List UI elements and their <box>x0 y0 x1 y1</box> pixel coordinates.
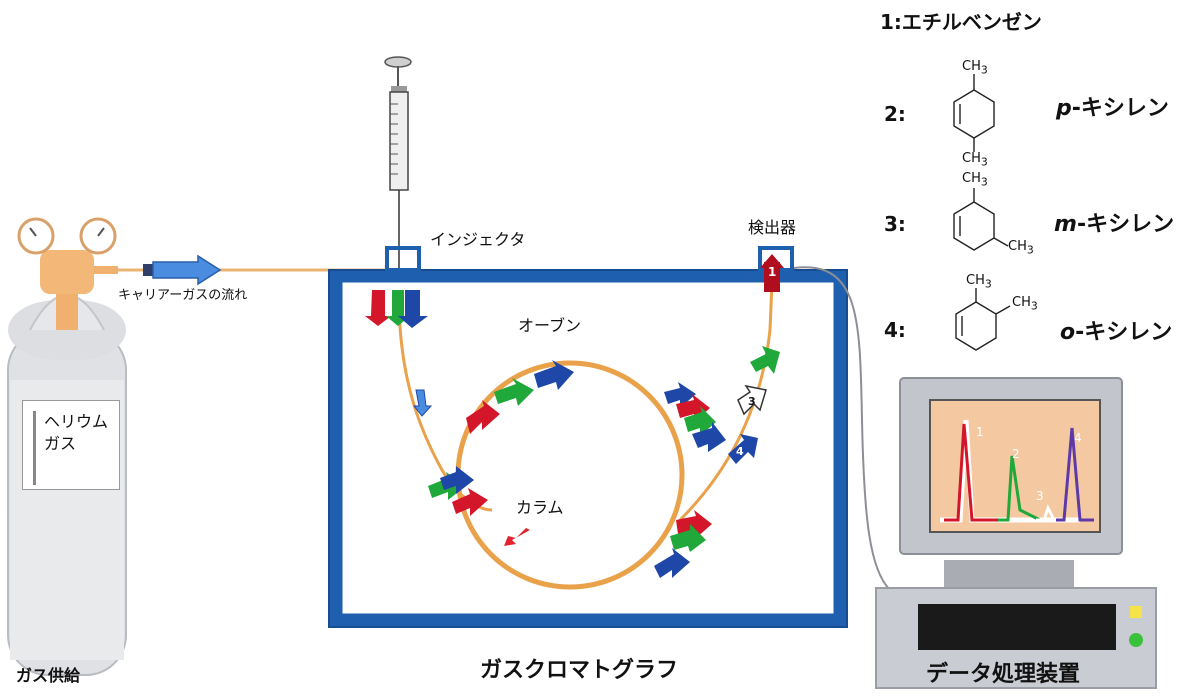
compound-2-number: 2: <box>884 102 906 126</box>
ch3-label-m-top: CH3 <box>962 171 988 189</box>
compound-3-number: 3: <box>884 212 906 236</box>
oven-label: オーブン <box>518 316 582 335</box>
ch3-label-p-top: CH3 <box>962 59 988 77</box>
compound-3-name: m-キシレン <box>1054 214 1174 236</box>
gas-regulator <box>17 217 118 330</box>
helium-gas-label: ガス <box>44 434 77 454</box>
compound-4-name: o-キシレン <box>1060 322 1172 344</box>
chromatogram <box>940 419 1094 523</box>
peak-label-3: 3 <box>1036 489 1044 503</box>
carrier-flow-arrow <box>143 254 222 286</box>
ch3-label-o-right: CH3 <box>1012 295 1038 313</box>
peak-label-4: 4 <box>1074 431 1082 445</box>
exit-arrows <box>728 254 784 464</box>
compound-1-full: 1:エチルベンゼン <box>880 10 1042 34</box>
detector-label: 検出器 <box>748 218 797 237</box>
helium-tag: ヘリウム ガス <box>22 400 120 490</box>
peak-label-1: 1 <box>976 425 984 439</box>
compound-4-number: 4: <box>884 318 906 342</box>
compound-3-label: -キシレン <box>1076 212 1175 237</box>
column-label: カラム <box>516 498 564 517</box>
m-xylene-structure <box>953 188 1009 251</box>
data-processor-label: データ処理装置 <box>926 662 1081 687</box>
gc-label: ガスクロマトグラフ <box>480 658 679 683</box>
marker-3: 3 <box>748 395 756 408</box>
carrier-flow-label: キャリアーガスの流れ <box>118 288 248 303</box>
compound-2-prefix: p <box>1056 96 1072 121</box>
compound-2-name: p-キシレン <box>1056 98 1169 120</box>
peak-label-2: 2 <box>1012 447 1020 461</box>
signal-cable <box>793 266 891 591</box>
injector-label: インジェクタ <box>430 230 526 249</box>
ch3-label-p-bottom: CH3 <box>962 151 988 169</box>
p-xylene-structure <box>953 74 995 152</box>
marker-4: 4 <box>736 445 744 458</box>
data-processor <box>875 377 1157 689</box>
helium-label: ヘリウム <box>44 412 109 431</box>
gas-supply-label: ガス供給 <box>16 666 81 685</box>
compound-2-label: -キシレン <box>1071 96 1169 121</box>
o-xylene-structure <box>955 288 1011 351</box>
column-bands <box>428 360 726 578</box>
drop-arrow <box>412 389 433 417</box>
injector-bands <box>365 290 428 328</box>
compound-3-prefix: m <box>1054 212 1077 237</box>
syringe <box>384 56 412 296</box>
compound-4-prefix: o <box>1060 320 1076 345</box>
ch3-label-m-right: CH3 <box>1008 239 1034 257</box>
compound-4-label: -キシレン <box>1075 320 1173 345</box>
column-direction-arrow <box>504 528 530 546</box>
marker-1: 1 <box>768 265 777 279</box>
injector-port <box>385 246 421 272</box>
structures <box>953 74 1011 351</box>
ch3-label-o-top: CH3 <box>966 273 992 291</box>
helium-tag-text: ヘリウム ガス <box>33 411 118 485</box>
